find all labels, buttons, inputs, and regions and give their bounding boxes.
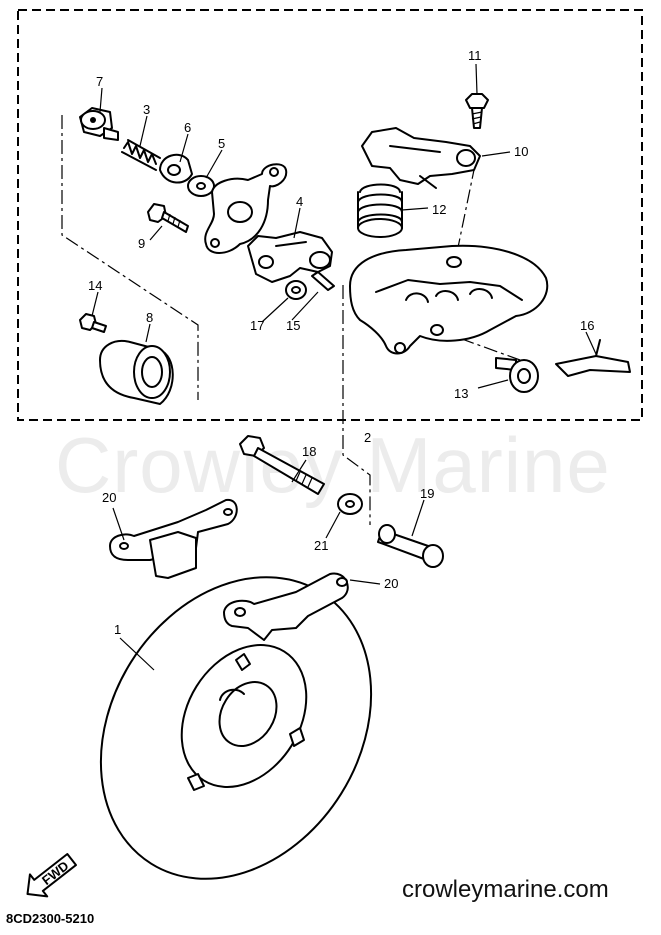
part-6-clip: [159, 153, 193, 184]
part-14-screw: [79, 313, 107, 333]
callout-21: 21: [314, 538, 328, 553]
callout-2: 2: [364, 430, 371, 445]
part-19-sleeve: [377, 524, 444, 568]
watermark: Crowley Marine: [55, 421, 611, 509]
callout-3: 3: [143, 102, 150, 117]
callout-6: 6: [184, 120, 191, 135]
part-16-clip: [555, 339, 631, 377]
callout-20-left: 20: [102, 490, 116, 505]
part-3-spring: [121, 139, 161, 171]
diagram-code: 8CD2300-5210: [6, 911, 95, 926]
part-8-cap: [99, 340, 174, 405]
assembly-box: [17, 9, 643, 421]
callout-19: 19: [420, 486, 434, 501]
callout-5: 5: [218, 136, 225, 151]
site-url: crowleymarine.com: [402, 876, 609, 903]
part-20-pad-right: [223, 572, 349, 641]
leader-lines: [91, 63, 597, 671]
callout-11: 11: [468, 48, 482, 63]
part-1-disc: [99, 576, 373, 880]
callout-17: 17: [250, 318, 264, 333]
fwd-arrow-icon: FWD: [26, 853, 77, 898]
part-17-washer: [285, 280, 307, 300]
part-13-knob: [495, 357, 539, 393]
part-10-arm: [361, 127, 481, 189]
callout-16: 16: [580, 318, 594, 333]
callout-12: 12: [432, 202, 446, 217]
callout-10: 10: [514, 144, 528, 159]
callout-13: 13: [454, 386, 468, 401]
part-9-bolt: [147, 203, 189, 233]
part-18-bolt: [239, 435, 325, 495]
part-7-knob: [79, 107, 119, 141]
callout-8: 8: [146, 310, 153, 325]
callout-7: 7: [96, 74, 103, 89]
callout-18: 18: [302, 444, 316, 459]
callout-4: 4: [296, 194, 303, 209]
part-11-bolt: [465, 93, 489, 129]
part-20-pad-left: [109, 498, 238, 579]
callout-1: 1: [114, 622, 121, 637]
callout-labels: 7 3 6 5 4 11 10 12 9 14 8 17 15 16 13 2 …: [88, 48, 594, 637]
part-4-lever: [247, 231, 333, 283]
bracket-plate: [204, 163, 288, 254]
callout-20-right: 20: [384, 576, 398, 591]
callout-9: 9: [138, 236, 145, 251]
callout-14: 14: [88, 278, 102, 293]
part-12-spring: [357, 183, 403, 238]
part-2-housing: [349, 244, 549, 355]
part-15-pin: [311, 271, 335, 291]
part-21-washer: [337, 493, 363, 515]
callout-15: 15: [286, 318, 300, 333]
part-5-washer: [187, 175, 215, 197]
